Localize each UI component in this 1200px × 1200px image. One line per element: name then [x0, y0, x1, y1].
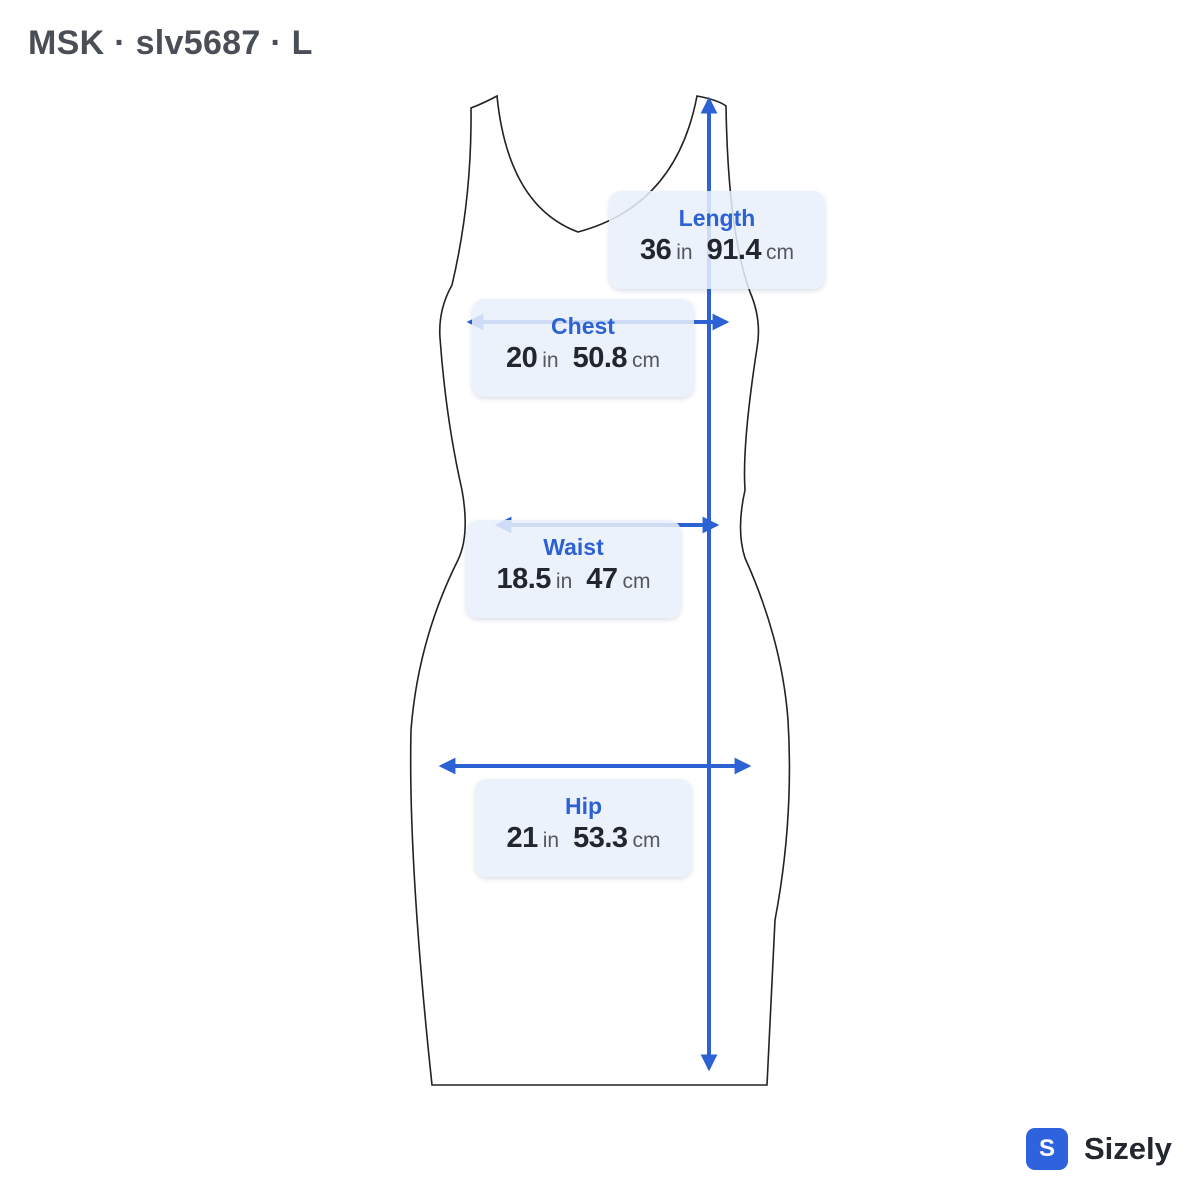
hip-cm-unit: cm	[632, 829, 661, 852]
page-title: MSK · slv5687 · L	[28, 24, 313, 62]
hip-in-value: 21	[506, 822, 538, 854]
length-cm-value: 91.4	[706, 234, 762, 266]
length-in-value: 36	[639, 234, 672, 266]
length-cm-unit: cm	[766, 241, 795, 264]
chest-in-unit: in	[542, 349, 559, 372]
length-label: Length	[678, 205, 756, 231]
waist-cm-value: 47	[586, 563, 618, 595]
waist-label: Waist	[543, 534, 604, 560]
brand-name: Sizely	[1084, 1131, 1172, 1166]
hip-in-unit: in	[542, 829, 560, 852]
waist-in-value: 18.5	[496, 563, 551, 595]
chest-cm-unit: cm	[632, 349, 661, 372]
chest-label: Chest	[551, 313, 615, 339]
brand: S Sizely	[1026, 1128, 1172, 1170]
waist-in-unit: in	[555, 570, 573, 593]
hip-label: Hip	[564, 793, 603, 819]
length-in-unit: in	[676, 241, 693, 264]
hip-cm-value: 53.3	[573, 822, 628, 854]
chest-in-value: 20	[505, 342, 538, 374]
waist-cm-unit: cm	[622, 570, 651, 593]
brand-logo-icon: S	[1026, 1128, 1068, 1170]
chest-cm-value: 50.8	[572, 342, 628, 374]
